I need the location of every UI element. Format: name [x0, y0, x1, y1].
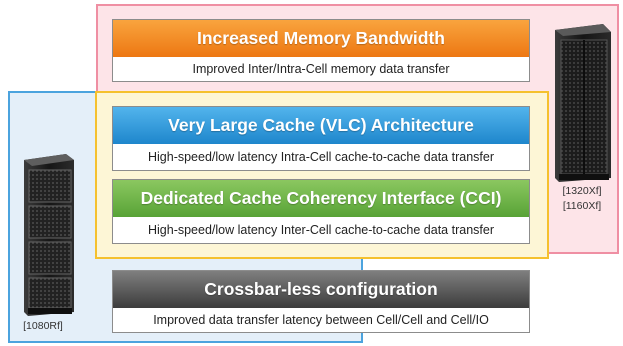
cci-description: High-speed/low latency Inter-Cell cache-… — [147, 223, 494, 237]
memory-bandwidth-title: Increased Memory Bandwidth — [113, 20, 529, 57]
crossbar-less-box: Crossbar-less configuration Improved dat… — [112, 270, 530, 333]
server-model-label: [1320Xf] — [562, 185, 602, 197]
vlc-architecture-title: Very Large Cache (VLC) Architecture — [113, 107, 529, 144]
memory-bandwidth-box: Increased Memory Bandwidth Improved Inte… — [112, 19, 530, 82]
memory-bandwidth-description: Improved Inter/Intra-Cell memory data tr… — [192, 62, 450, 76]
server-model-label: [1160Xf] — [562, 200, 602, 212]
vlc-architecture-box: Very Large Cache (VLC) Architecture High… — [112, 106, 530, 171]
server-model-label: [1080Rf] — [23, 320, 63, 332]
cci-box: Dedicated Cache Coherency Interface (CCI… — [112, 179, 530, 244]
rack-server-icon — [555, 24, 611, 182]
vlc-architecture-description: High-speed/low latency Intra-Cell cache-… — [147, 150, 494, 164]
rack-server-icon — [24, 154, 74, 316]
cci-title: Dedicated Cache Coherency Interface (CCI… — [113, 180, 529, 217]
crossbar-less-title: Crossbar-less configuration — [113, 271, 529, 308]
crossbar-less-description: Improved data transfer latency between C… — [153, 313, 489, 327]
